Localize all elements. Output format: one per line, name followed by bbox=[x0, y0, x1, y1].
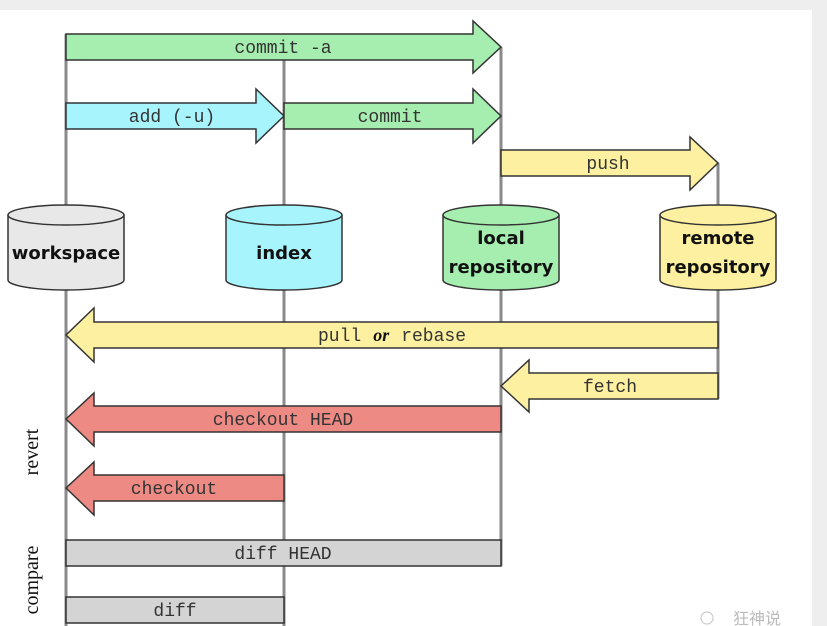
commit-a-arrow: commit -a bbox=[65, 19, 503, 75]
workspace-store: workspace bbox=[7, 204, 125, 291]
checkout-head-label: checkout HEAD bbox=[213, 411, 353, 431]
watermark-text: 狂神说 bbox=[733, 609, 781, 626]
pull-rebase-arrow: pull or rebase bbox=[64, 306, 719, 364]
local-repository-label-1: local bbox=[477, 228, 525, 249]
pull-rebase-label: pull or rebase bbox=[318, 325, 466, 347]
local-repository-store: local repository bbox=[442, 204, 560, 291]
pull-label: pull bbox=[318, 327, 361, 347]
commit-a-label: commit -a bbox=[234, 39, 331, 59]
remote-repository-label-2: repository bbox=[666, 257, 771, 278]
remote-repository-label-1: remote bbox=[681, 228, 754, 249]
index-label: index bbox=[256, 243, 312, 264]
compare-group-label: compare bbox=[21, 545, 43, 614]
remote-repository-store: remote repository bbox=[659, 204, 777, 291]
revert-group-label: revert bbox=[21, 428, 43, 475]
checkout-arrow: checkout bbox=[64, 460, 285, 517]
fetch-arrow: fetch bbox=[499, 358, 719, 414]
commit-arrow: commit bbox=[283, 87, 503, 145]
add-arrow: add (-u) bbox=[65, 87, 286, 145]
or-label: or bbox=[373, 325, 390, 345]
push-label: push bbox=[586, 155, 629, 175]
rebase-label: rebase bbox=[401, 327, 466, 347]
wechat-icon bbox=[700, 611, 714, 625]
watermark: 狂神说 bbox=[700, 609, 781, 626]
diff-head-label: diff HEAD bbox=[234, 545, 331, 565]
add-label: add (-u) bbox=[129, 108, 215, 128]
commit-label: commit bbox=[358, 108, 423, 128]
diff-label: diff bbox=[153, 602, 196, 622]
local-repository-label-2: repository bbox=[449, 257, 554, 278]
checkout-label: checkout bbox=[131, 480, 217, 500]
workspace-label: workspace bbox=[12, 243, 120, 264]
checkout-head-arrow: checkout HEAD bbox=[64, 391, 502, 448]
diff-bar: diff bbox=[65, 596, 285, 624]
diff-head-bar: diff HEAD bbox=[65, 539, 502, 567]
fetch-label: fetch bbox=[583, 378, 637, 398]
index-store: index bbox=[225, 204, 343, 291]
push-arrow: push bbox=[500, 135, 720, 192]
